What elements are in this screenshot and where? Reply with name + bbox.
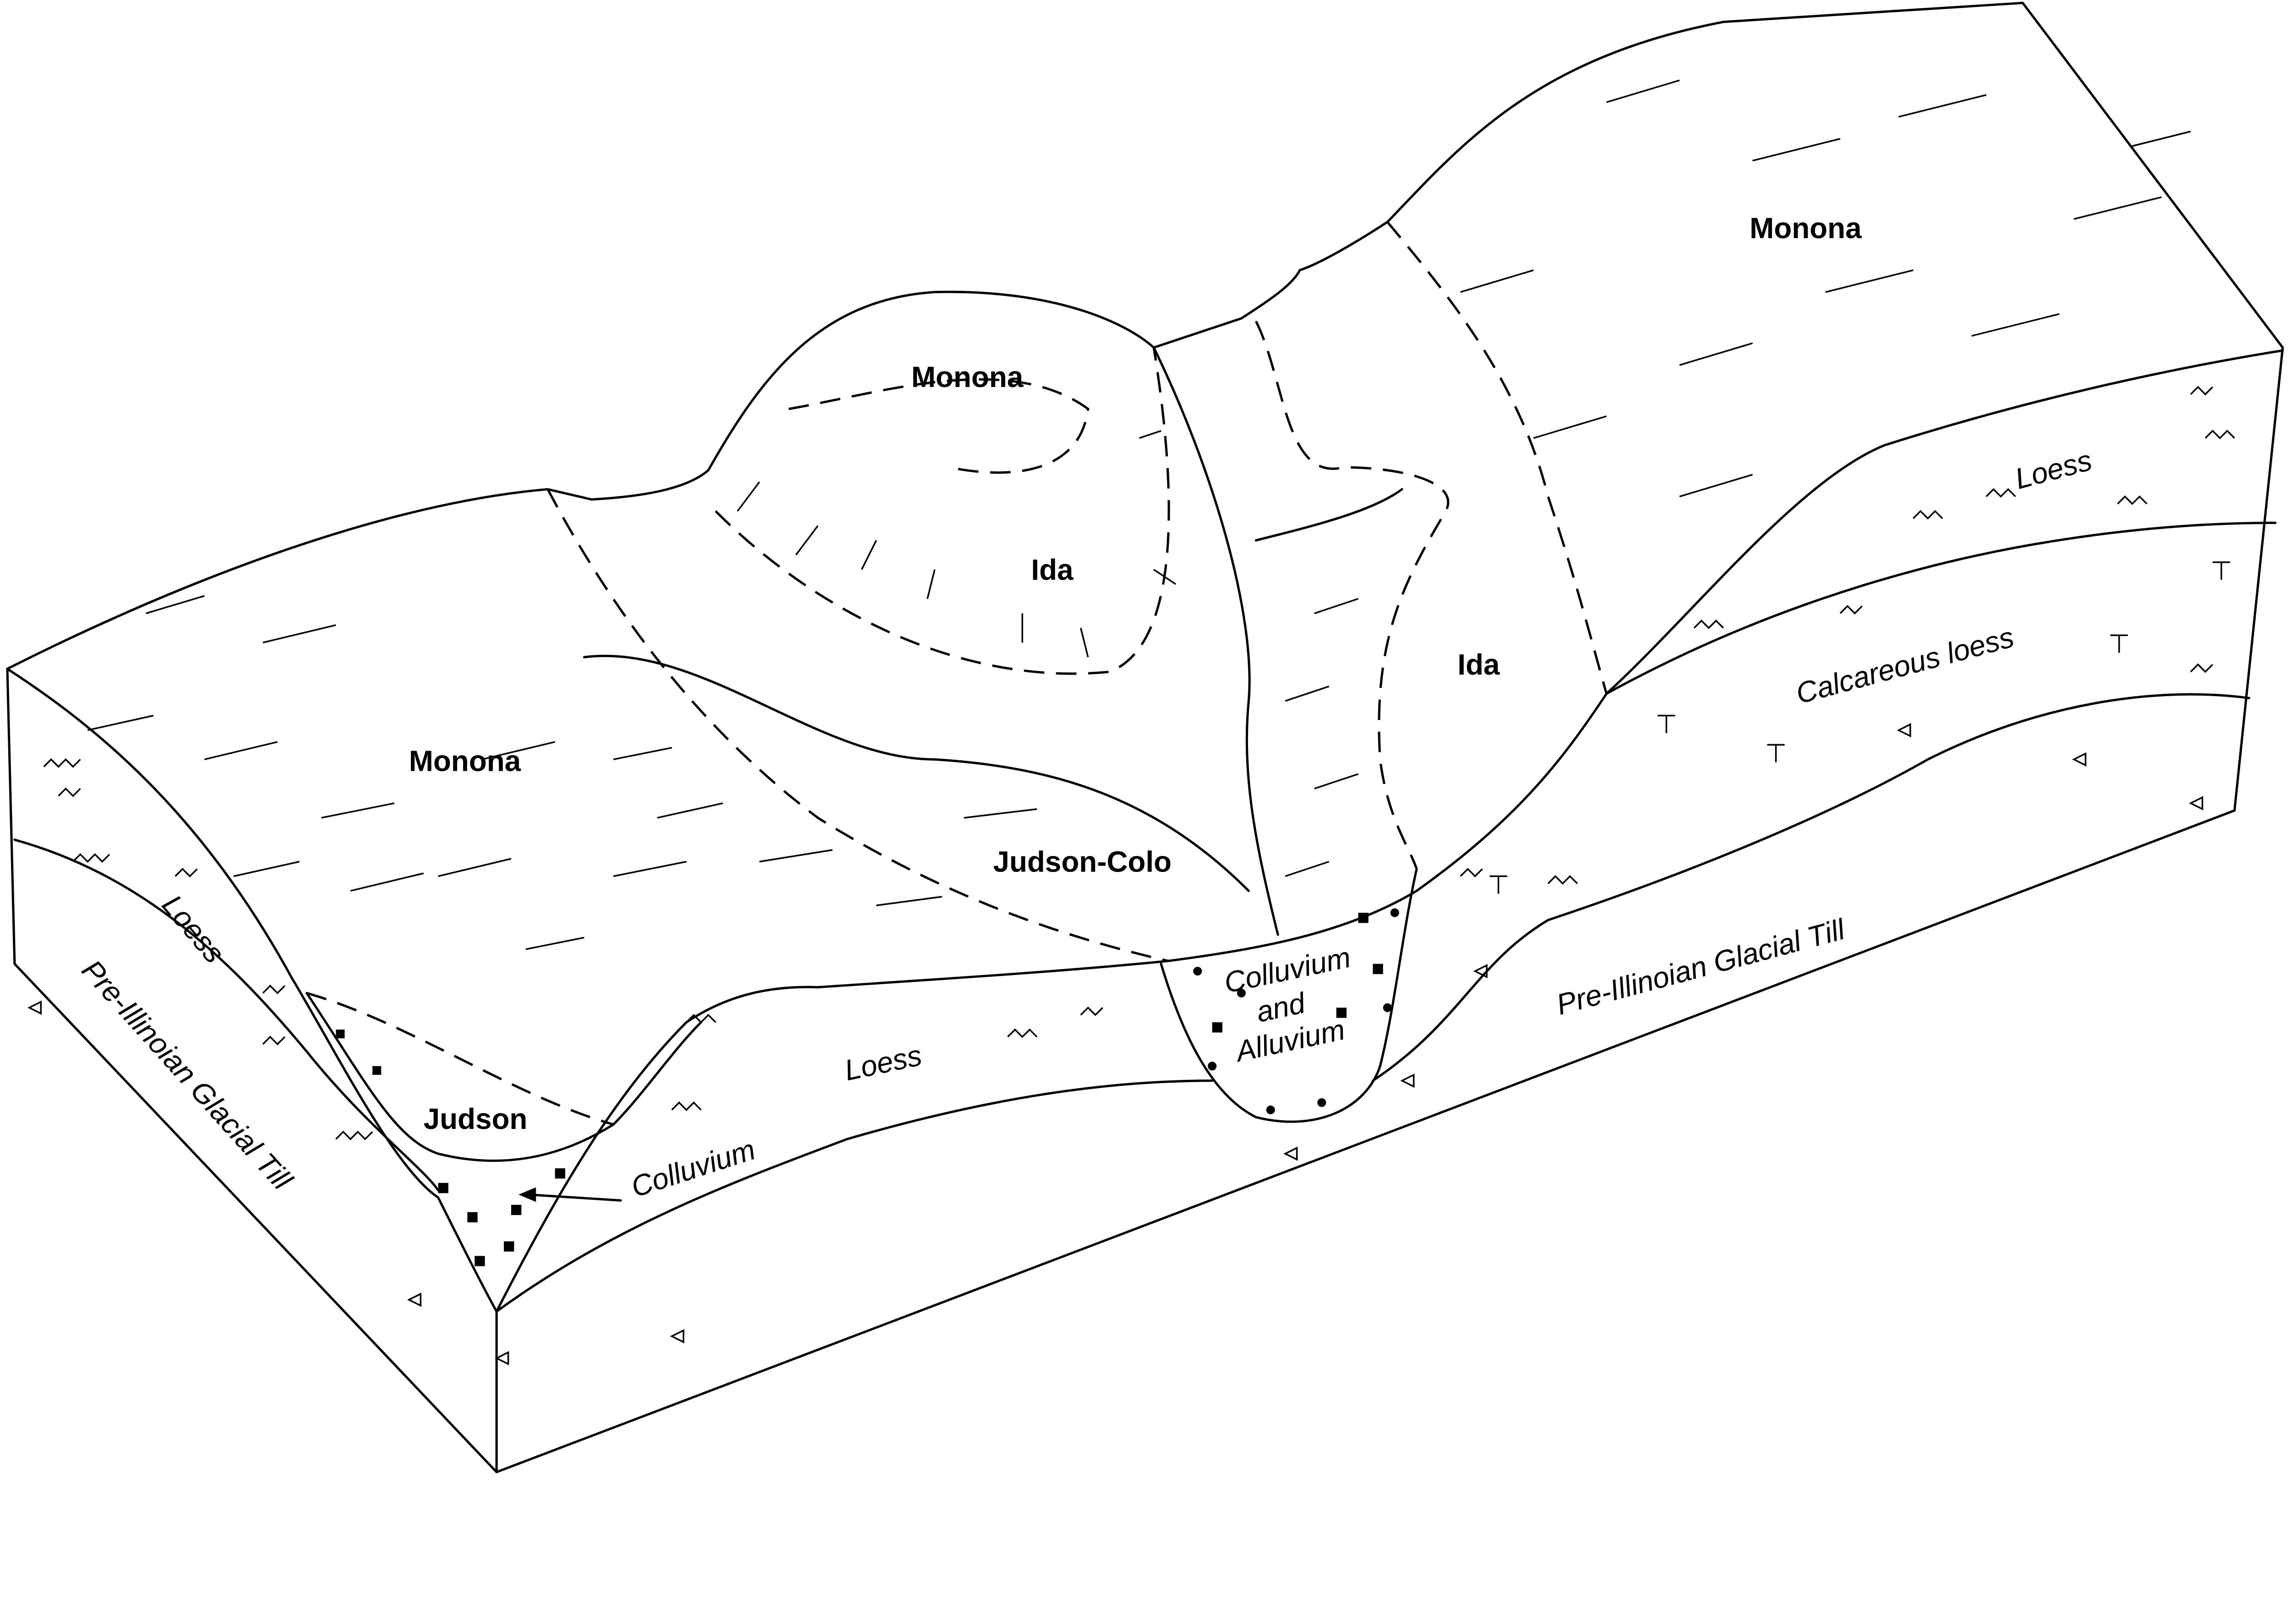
label-calcareous-loess: Calcareous loess — [1793, 620, 2017, 710]
loess-symbols — [27, 386, 2235, 1366]
soil-boundary-dashed — [1255, 321, 1450, 870]
soil-block-diagram: Monona Monona Monona Ida Ida Judson-Colo… — [6, 1, 2284, 1473]
surface-hatching — [87, 79, 2191, 950]
label-monona-left: Monona — [409, 745, 521, 778]
soil-boundary-dashed — [1386, 221, 1608, 694]
colluvium-fill-symbols — [336, 908, 1399, 1266]
label-loess-left: Loess — [156, 888, 231, 970]
judson-channel — [305, 992, 703, 1162]
soil-boundary-dashed — [714, 347, 1170, 675]
block-diagram-svg: Monona Monona Monona Ida Ida Judson-Colo… — [6, 1, 2284, 1473]
colluvium-alluvium-channel — [1160, 867, 1418, 1123]
arrowhead-icon — [518, 1187, 536, 1202]
label-monona-right: Monona — [1750, 212, 1862, 245]
front-loess-calcareous-boundary — [1605, 522, 2277, 695]
label-judson-colo: Judson-Colo — [993, 845, 1172, 878]
left-loess-till-boundary — [13, 838, 440, 1192]
label-judson: Judson — [424, 1102, 528, 1135]
label-ida-right: Ida — [1457, 648, 1500, 681]
colluvium-leader-arrow — [527, 1193, 622, 1202]
label-till-front: Pre-Illinoian Glacial Till — [1553, 912, 1849, 1021]
label-ida-center: Ida — [1031, 553, 1074, 586]
block-outline — [6, 1, 2284, 1473]
left-face-profile — [6, 667, 498, 1313]
label-loess-right: Loess — [2012, 443, 2095, 496]
front-loess-till-boundary — [495, 693, 2251, 1313]
soil-boundary-dashed — [546, 489, 1169, 962]
drainage-line — [583, 346, 1403, 936]
label-loess-front: Loess — [841, 1039, 924, 1087]
soil-boundary-dashed — [306, 992, 614, 1126]
label-colluvium: Colluvium — [627, 1133, 759, 1204]
front-face-profile — [495, 349, 2284, 1313]
label-monona-top: Monona — [911, 360, 1024, 393]
